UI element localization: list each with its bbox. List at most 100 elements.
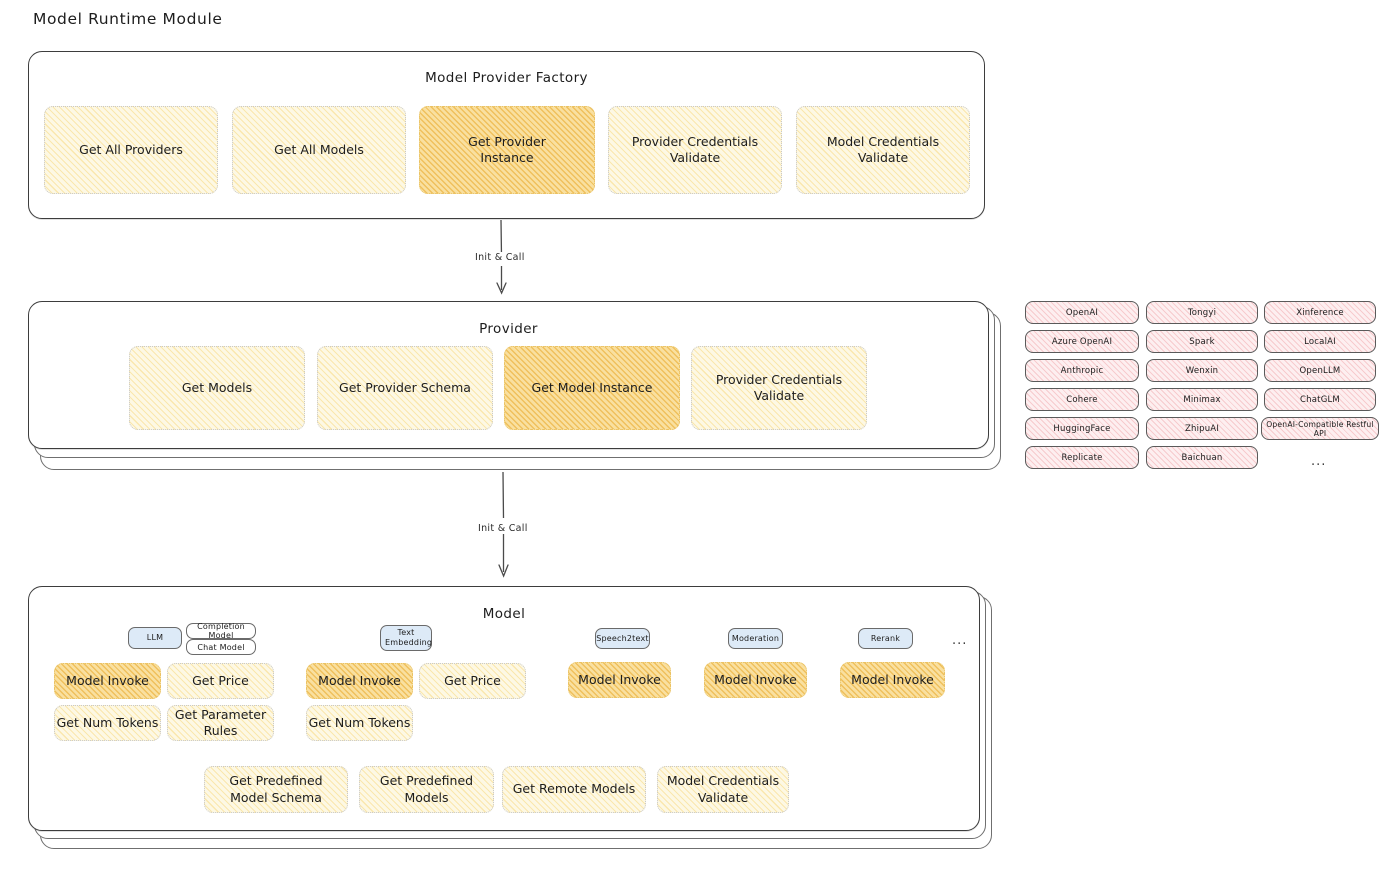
llm-op-get-parameter-rules[interactable]: Get Parameter Rules (167, 705, 274, 741)
op-label: Model Invoke (851, 671, 934, 687)
op-label: Get Predefined Models (379, 773, 474, 805)
factory-node-provider-credentials-validate[interactable]: Provider Credentials Validate (608, 106, 782, 194)
op-label: Model Credentials Validate (666, 773, 780, 805)
model-type-badge-label: Speech2text (596, 633, 649, 643)
provider-node-label: Provider Credentials Validate (715, 371, 843, 403)
model-type-badge-label: Moderation (731, 633, 780, 643)
factory-node-label: Get All Models (274, 141, 364, 157)
factory-node-label: Provider Credentials Validate (631, 133, 759, 165)
speech2text-op-model-invoke[interactable]: Model Invoke (568, 662, 671, 698)
model-type-badge-llm[interactable]: LLM (128, 627, 182, 649)
text-embedding-op-get-price[interactable]: Get Price (419, 663, 526, 699)
rerank-op-model-invoke[interactable]: Model Invoke (840, 662, 945, 698)
provider-chip-tongyi[interactable]: Tongyi (1146, 301, 1258, 324)
provider-chip-baichuan[interactable]: Baichuan (1146, 446, 1258, 469)
factory-node-get-all-providers[interactable]: Get All Providers (44, 106, 218, 194)
model-type-badge-text-embedding[interactable]: Text Embedding (380, 625, 432, 651)
llm-op-get-price[interactable]: Get Price (167, 663, 274, 699)
model-shared-op-model-credentials-validate[interactable]: Model Credentials Validate (657, 766, 789, 813)
op-label: Get Price (444, 672, 501, 688)
provider-chip-minimax[interactable]: Minimax (1146, 388, 1258, 411)
model-shared-op-get-predefined-models[interactable]: Get Predefined Models (359, 766, 494, 813)
model-type-badge-label: Text Embedding (385, 628, 433, 647)
provider-chip-label: Anthropic (1060, 365, 1104, 376)
op-label: Get Price (192, 672, 249, 688)
provider-chip-label: ChatGLM (1300, 394, 1340, 405)
provider-list-more-ellipsis: ... (1311, 454, 1327, 469)
provider-chip-label: Cohere (1066, 394, 1098, 405)
op-label: Get Num Tokens (308, 714, 411, 730)
provider-chip-cohere[interactable]: Cohere (1025, 388, 1139, 411)
op-label: Get Num Tokens (56, 714, 159, 730)
provider-chip-label: Azure OpenAI (1051, 336, 1113, 347)
arrow-factory-to-provider (496, 219, 507, 295)
arrow-label-init-and-call-2: Init & Call (475, 523, 531, 534)
model-types-more-ellipsis: ... (952, 633, 968, 648)
arrow-label-init-and-call-1: Init & Call (472, 252, 528, 263)
op-label: Get Predefined Model Schema (229, 773, 323, 805)
provider-chip-label: Replicate (1061, 452, 1103, 463)
provider-chip-xinference[interactable]: Xinference (1264, 301, 1376, 324)
provider-chip-label: OpenLLM (1299, 365, 1341, 376)
op-label: Model Invoke (318, 672, 401, 688)
model-title: Model (482, 606, 526, 622)
provider-chip-huggingface[interactable]: HuggingFace (1025, 417, 1139, 440)
arrow-provider-to-model (498, 471, 509, 578)
factory-node-label: Get All Providers (79, 141, 183, 157)
provider-node-get-model-instance[interactable]: Get Model Instance (504, 346, 680, 430)
provider-chip-label: HuggingFace (1053, 423, 1111, 434)
provider-node-get-provider-schema[interactable]: Get Provider Schema (317, 346, 493, 430)
provider-node-label: Get Provider Schema (339, 379, 471, 395)
provider-chip-label: Baichuan (1181, 452, 1223, 463)
provider-chip-label: Spark (1189, 336, 1215, 347)
provider-chip-anthropic[interactable]: Anthropic (1025, 359, 1139, 382)
op-label: Model Invoke (66, 672, 149, 688)
provider-chip-chatglm[interactable]: ChatGLM (1264, 388, 1376, 411)
text-embedding-op-get-num-tokens[interactable]: Get Num Tokens (306, 705, 413, 741)
provider-chip-spark[interactable]: Spark (1146, 330, 1258, 353)
provider-node-get-models[interactable]: Get Models (129, 346, 305, 430)
provider-chip-label: OpenAI (1065, 307, 1099, 318)
model-provider-factory-title: Model Provider Factory (425, 70, 588, 86)
provider-chip-label: Minimax (1183, 394, 1221, 405)
llm-op-get-num-tokens[interactable]: Get Num Tokens (54, 705, 161, 741)
page-title: Model Runtime Module (33, 10, 223, 28)
model-type-badge-moderation[interactable]: Moderation (728, 628, 783, 649)
model-type-badge-speech2text[interactable]: Speech2text (595, 628, 650, 649)
provider-node-label: Get Models (181, 379, 253, 395)
model-sub-badge-chat-model[interactable]: Chat Model (186, 639, 256, 655)
provider-chip-azure-openai[interactable]: Azure OpenAI (1025, 330, 1139, 353)
model-type-badge-rerank[interactable]: Rerank (858, 628, 913, 649)
provider-chip-replicate[interactable]: Replicate (1025, 446, 1139, 469)
factory-node-label: Get Provider Instance (468, 133, 546, 165)
provider-chip-label: Xinference (1296, 307, 1344, 318)
provider-node-label: Get Model Instance (531, 379, 653, 395)
text-embedding-op-model-invoke[interactable]: Model Invoke (306, 663, 413, 699)
provider-chip-label: ZhipuAI (1184, 423, 1220, 434)
factory-node-model-credentials-validate[interactable]: Model Credentials Validate (796, 106, 970, 194)
model-sub-badge-label: Chat Model (197, 642, 245, 652)
provider-chip-label: OpenAI-Compatible Restful API (1266, 419, 1374, 438)
model-shared-op-get-remote-models[interactable]: Get Remote Models (502, 766, 646, 813)
provider-chip-openai[interactable]: OpenAI (1025, 301, 1139, 324)
moderation-op-model-invoke[interactable]: Model Invoke (704, 662, 807, 698)
provider-chip-label: Wenxin (1185, 365, 1219, 376)
op-label: Model Invoke (578, 671, 661, 687)
model-shared-op-get-predefined-model-schema[interactable]: Get Predefined Model Schema (204, 766, 348, 813)
llm-op-model-invoke[interactable]: Model Invoke (54, 663, 161, 699)
provider-chip-zhipuai[interactable]: ZhipuAI (1146, 417, 1258, 440)
provider-chip-wenxin[interactable]: Wenxin (1146, 359, 1258, 382)
factory-node-get-all-models[interactable]: Get All Models (232, 106, 406, 194)
provider-node-provider-credentials-validate[interactable]: Provider Credentials Validate (691, 346, 867, 430)
factory-node-get-provider-instance[interactable]: Get Provider Instance (419, 106, 595, 194)
op-label: Model Invoke (714, 671, 797, 687)
op-label: Get Remote Models (512, 781, 636, 797)
model-sub-badge-completion-model[interactable]: Completion Model (186, 622, 256, 640)
provider-chip-openllm[interactable]: OpenLLM (1264, 359, 1376, 382)
provider-title: Provider (479, 321, 538, 337)
model-type-badge-label: Rerank (870, 633, 901, 643)
model-type-badge-label: LLM (146, 633, 164, 643)
provider-chip-openai-compatible-restful-api[interactable]: OpenAI-Compatible Restful API (1261, 417, 1379, 440)
provider-chip-localai[interactable]: LocalAI (1264, 330, 1376, 353)
factory-node-label: Model Credentials Validate (826, 133, 940, 165)
